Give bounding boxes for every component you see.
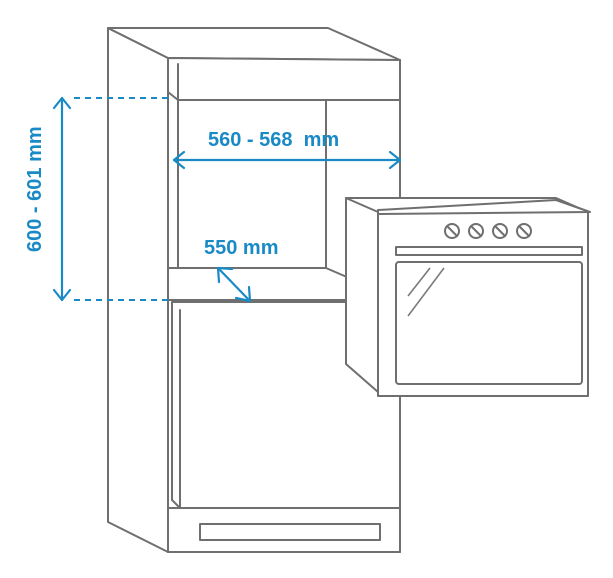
cabinet-plinth	[167, 507, 401, 553]
width-arrow	[172, 150, 402, 170]
knob-icon	[444, 223, 460, 239]
cabinet-side-panel	[107, 27, 169, 553]
oven	[345, 197, 591, 397]
dimension-annotations: 560 - 568 mm 550 mm 600 - 601 mm	[24, 96, 402, 303]
glass-reflection	[407, 267, 431, 297]
height-label: 600 - 601 mm	[24, 126, 46, 252]
plinth-vent	[199, 523, 381, 541]
height-arrow	[52, 96, 72, 302]
depth-label: 550 mm	[204, 237, 279, 259]
oven-control-knobs	[444, 223, 532, 239]
knob-icon	[468, 223, 484, 239]
knob-icon	[492, 223, 508, 239]
cabinet-top-drawer	[167, 57, 401, 101]
oven-window	[395, 261, 583, 385]
cabinet	[107, 27, 401, 553]
knob-icon	[516, 223, 532, 239]
oven-handle	[395, 246, 583, 256]
width-label: 560 - 568 mm	[208, 129, 339, 151]
depth-arrow	[216, 266, 252, 303]
